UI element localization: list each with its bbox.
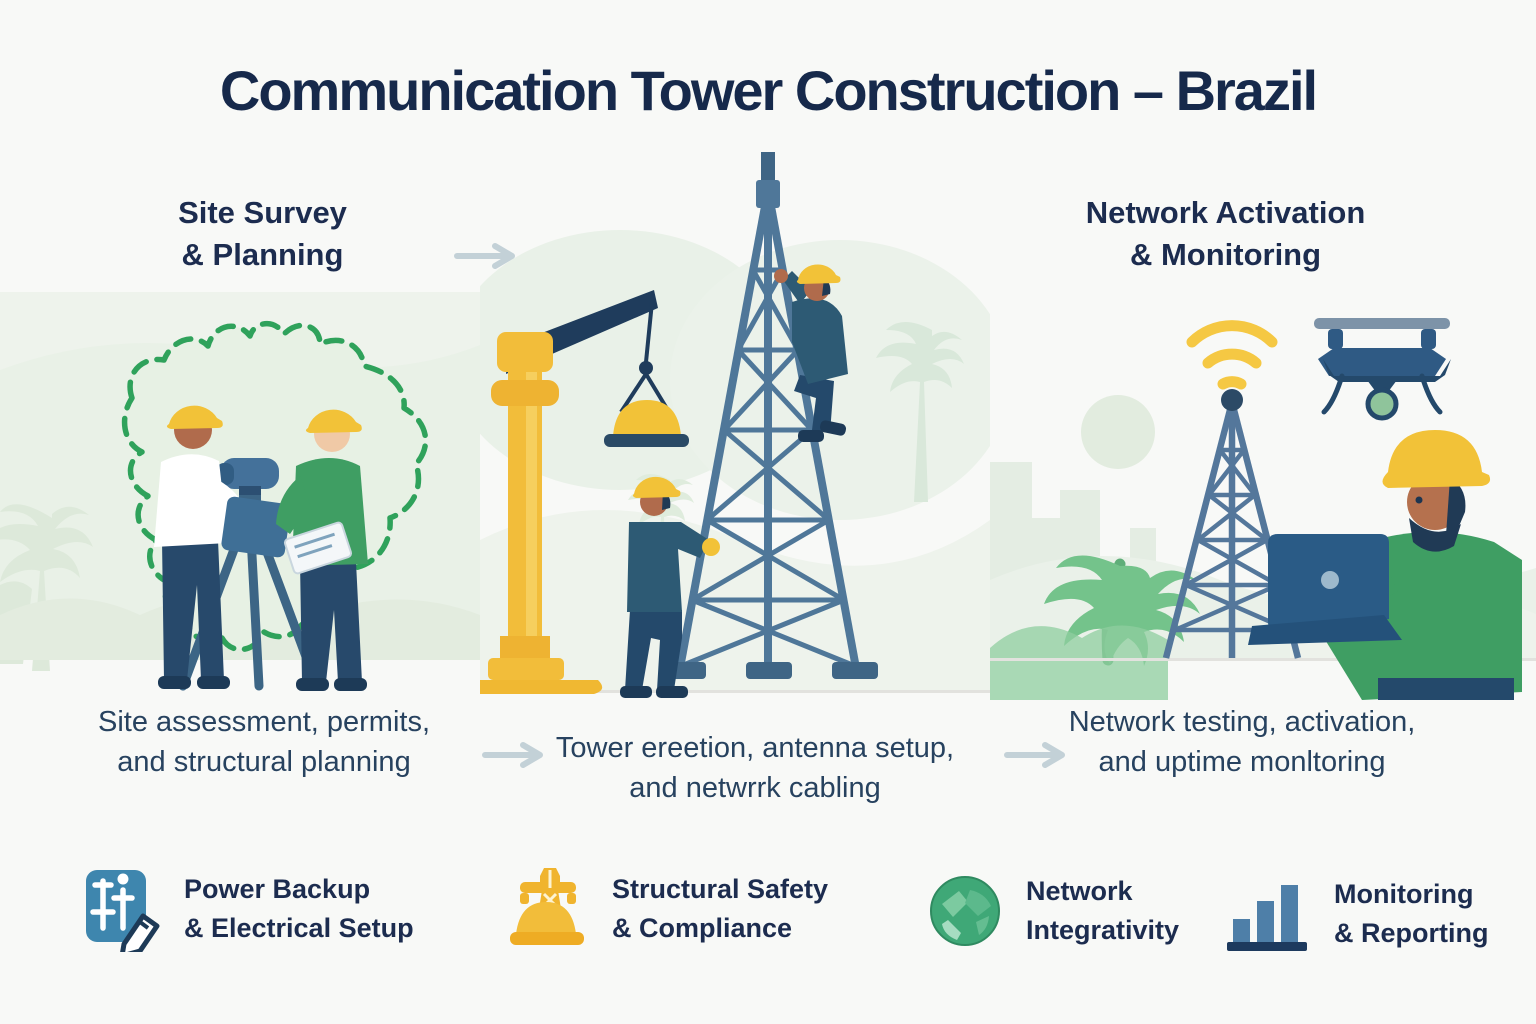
bar-chart-icon <box>1227 885 1307 951</box>
tower-antenna <box>761 152 775 188</box>
hard-hat <box>166 405 223 429</box>
ground-worker <box>620 476 720 698</box>
stage-heading-line: Network Activation <box>1085 195 1366 230</box>
caption-tower-erection: Tower ereetion, antenna setup, and netwr… <box>555 732 955 804</box>
hard-hat <box>305 409 362 433</box>
hard-hat <box>632 476 681 498</box>
laptop <box>1248 534 1402 645</box>
stage-heading-line: & Planning <box>181 237 344 272</box>
crane <box>480 290 689 694</box>
stage-heading-network-activation: Network Activation & Monitoring <box>1048 192 1403 276</box>
technician-with-laptop <box>1248 430 1522 700</box>
caption-site-survey: Site assessment, permits, and structural… <box>98 706 430 778</box>
network-activation-illustration <box>990 318 1536 700</box>
feature-monitoring-reporting: Monitoring & Reporting <box>1226 874 1489 954</box>
tower-erection-illustration <box>480 152 990 698</box>
feature-structural-safety: Structural Safety & Compliance <box>508 866 828 952</box>
right-arrow-icon <box>1004 742 1065 768</box>
power-backup-icon <box>86 870 160 952</box>
drone-icon <box>1314 318 1451 421</box>
page-title: Communication Tower Construction – Brazi… <box>219 59 1318 122</box>
feature-label: Network Integrativity <box>1026 876 1180 945</box>
feature-label: Monitoring & Reporting <box>1334 879 1489 948</box>
mast-top-node <box>1221 389 1243 411</box>
stage-heading-line: & Monitoring <box>1129 237 1322 272</box>
stage-heading-line: Site Survey <box>178 195 347 230</box>
right-arrow-icon <box>454 243 515 269</box>
feature-network-integrity: Network Integrativity <box>928 872 1179 950</box>
caption-network-activation: Network testing, activation, and uptime … <box>1068 706 1416 778</box>
network-globe-icon <box>930 876 1000 946</box>
hard-hat <box>796 264 841 284</box>
lifted-hard-hat <box>613 400 681 436</box>
stage-heading-site-survey: Site Survey & Planning <box>90 192 435 276</box>
palm-tree <box>990 555 1200 700</box>
background-trees <box>480 230 990 690</box>
right-arrow-icon <box>482 742 543 768</box>
lattice-tower <box>676 189 860 669</box>
feature-power-backup: Power Backup & Electrical Setup <box>82 866 414 952</box>
feature-label: Structural Safety & Compliance <box>612 874 829 943</box>
climbing-worker <box>774 264 848 442</box>
wifi-signal-icon <box>1186 320 1278 390</box>
blueprints <box>283 521 353 575</box>
surveyor-left <box>154 405 291 689</box>
feature-label: Power Backup & Electrical Setup <box>184 874 414 943</box>
site-survey-illustration <box>0 292 480 691</box>
structural-safety-icon <box>510 868 584 945</box>
hard-hat <box>1382 430 1491 488</box>
surveyor-right <box>276 409 368 691</box>
